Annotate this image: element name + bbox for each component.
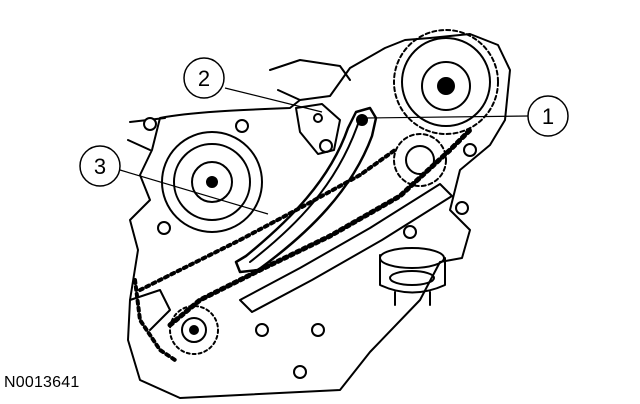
bolt-heads xyxy=(143,117,477,379)
tensioner-arm-inner xyxy=(249,123,359,263)
timing-chain-lower xyxy=(167,127,473,328)
engine-block-outline xyxy=(127,33,511,399)
callout-2-label: 2 xyxy=(198,66,210,91)
callout-1-circle xyxy=(527,95,569,137)
hydraulic-tensioner xyxy=(295,103,341,155)
timing-chain-left xyxy=(133,278,177,362)
oil-filter-housing xyxy=(379,247,446,306)
upper-cover-edge xyxy=(129,59,351,123)
figure-id: N0013641 xyxy=(4,374,80,391)
crankshaft-sprocket xyxy=(169,305,219,355)
idler-sprocket xyxy=(393,133,447,187)
leader-line-2 xyxy=(224,87,323,113)
camshaft-sprocket xyxy=(393,29,499,135)
timing-chain-lower-inner xyxy=(138,148,397,292)
water-pump-pulley xyxy=(161,131,263,233)
callout-2-circle xyxy=(183,57,225,99)
leader-line-3 xyxy=(119,169,269,215)
leader-line-1 xyxy=(365,115,529,119)
callout-3-circle xyxy=(79,145,121,187)
left-flange xyxy=(127,139,171,331)
chain-guide xyxy=(239,183,453,313)
pivot-bolt xyxy=(356,114,368,126)
callout-3-label: 3 xyxy=(94,154,106,179)
callout-1-label: 1 xyxy=(542,104,554,129)
